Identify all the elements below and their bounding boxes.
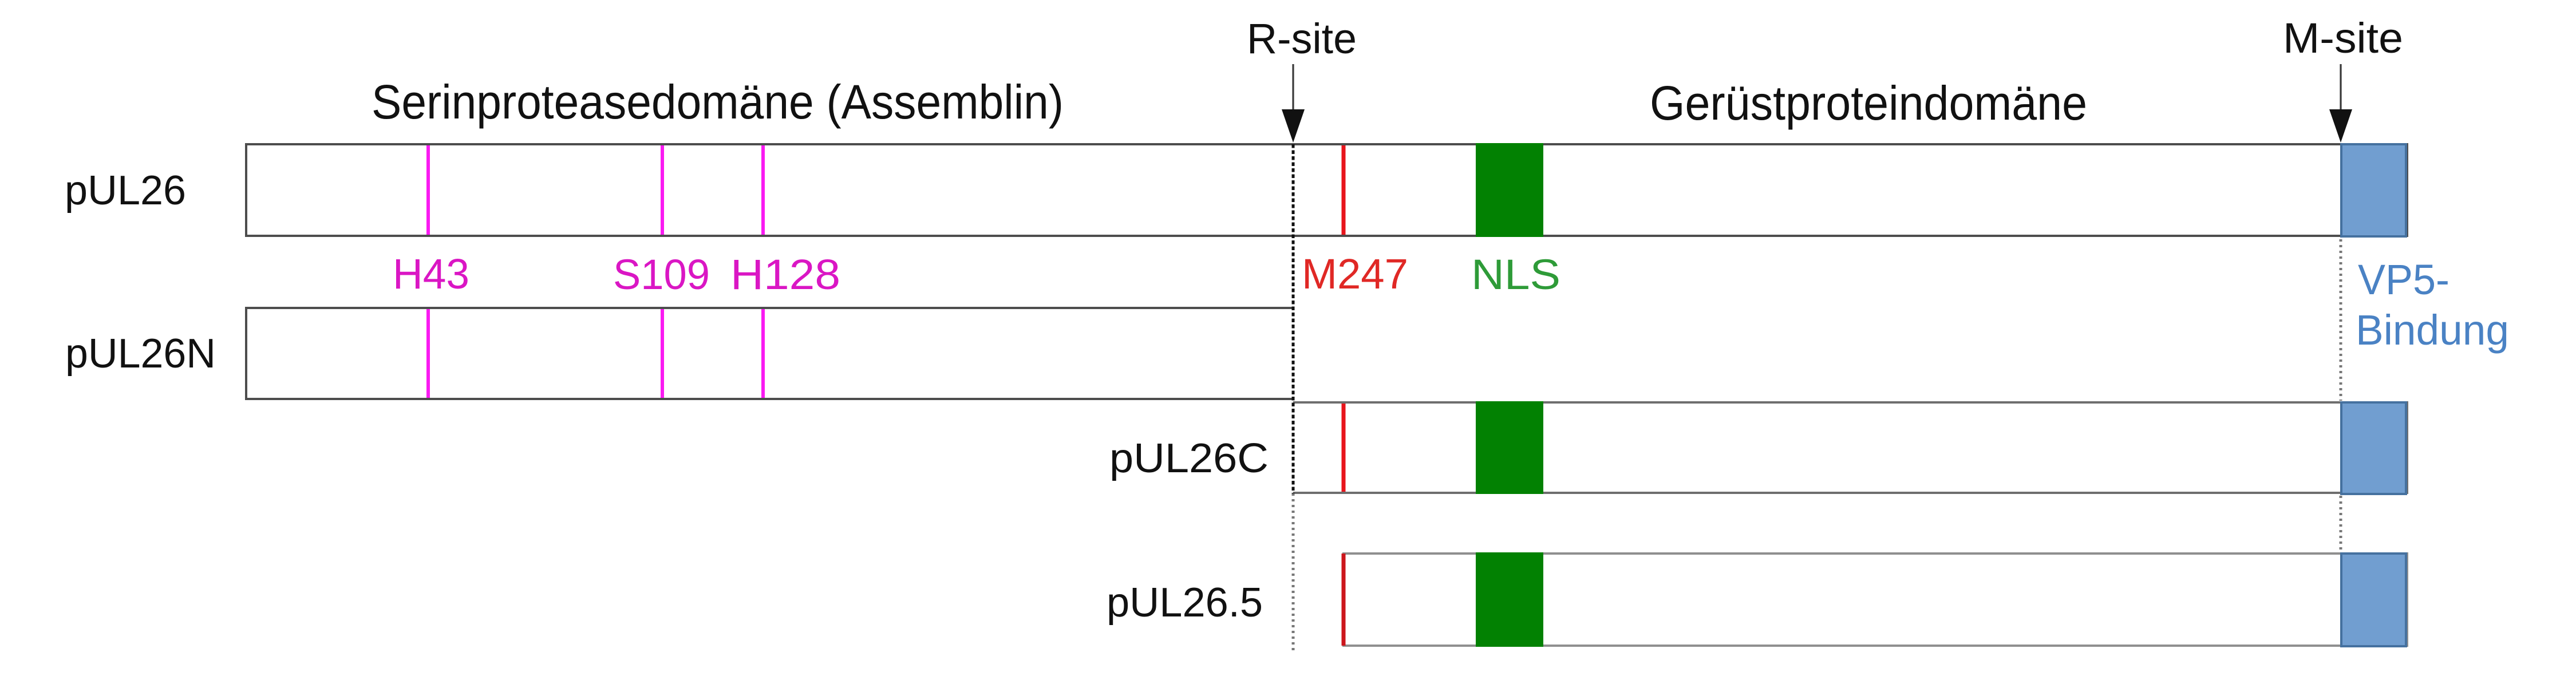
svg-text:Gerüstproteindomäne: Gerüstproteindomäne [1650, 76, 2087, 130]
svg-text:pUL26.5: pUL26.5 [1107, 580, 1263, 626]
svg-text:pUL26N: pUL26N [65, 331, 216, 377]
svg-text:Serinproteasedomäne (Assemblin: Serinproteasedomäne (Assemblin) [372, 75, 1064, 129]
svg-text:NLS: NLS [1471, 251, 1560, 298]
svg-text:S109: S109 [613, 251, 710, 298]
svg-text:Bindung: Bindung [2356, 306, 2509, 354]
svg-text:M247: M247 [1302, 250, 1408, 298]
svg-text:pUL26C: pUL26C [1109, 436, 1269, 481]
svg-text:R-site: R-site [1247, 15, 1357, 62]
svg-text:VP5-: VP5- [2358, 256, 2449, 303]
svg-text:M-site: M-site [2283, 14, 2403, 62]
svg-text:H43: H43 [393, 250, 469, 298]
svg-text:pUL26: pUL26 [65, 168, 186, 214]
svg-text:H128: H128 [730, 251, 840, 298]
